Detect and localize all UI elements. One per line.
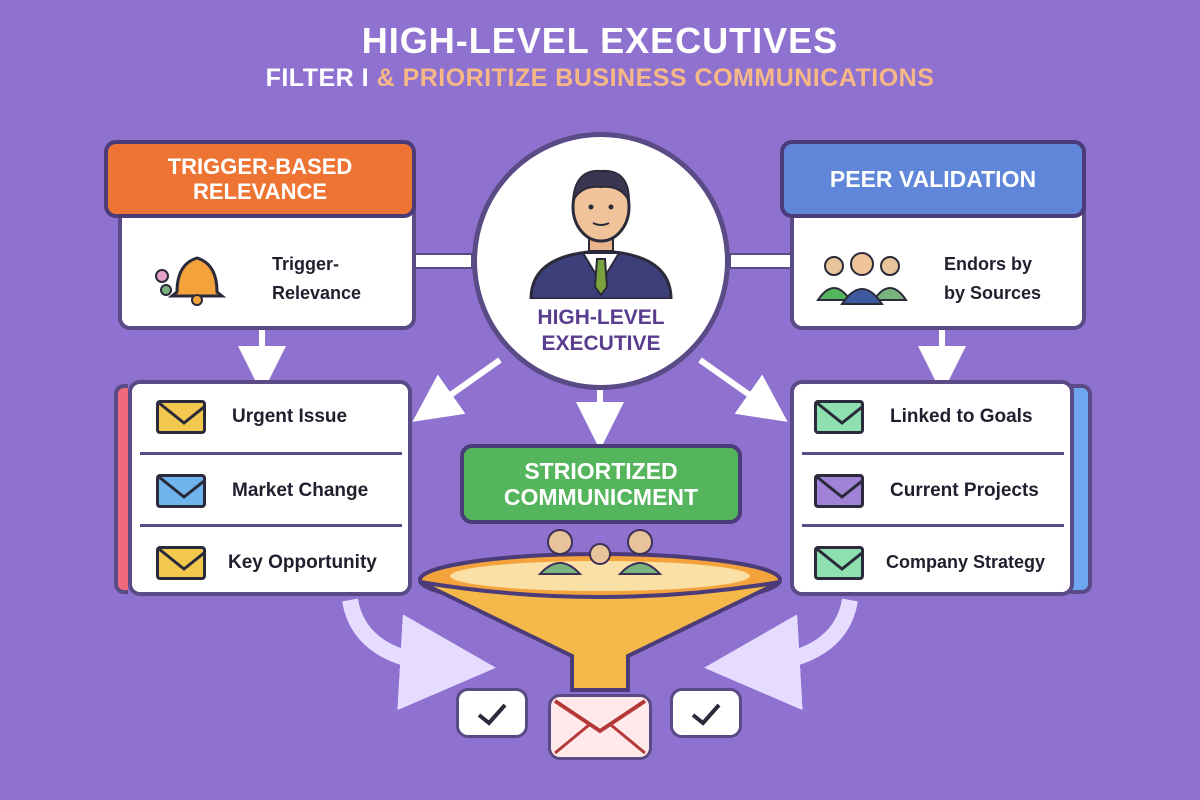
list-item-key-opportunity: Key Opportunity [228, 552, 377, 573]
output-check-envelope-right [670, 688, 742, 738]
executive-label: HIGH-LEVEL EXECUTIVE [537, 306, 665, 356]
envelope-icon [814, 400, 864, 434]
executive-node: HIGH-LEVEL EXECUTIVE [472, 132, 730, 390]
list-item-market-change: Market Change [232, 480, 369, 501]
curved-arrow-right [704, 598, 858, 711]
arrow-center-left [412, 357, 502, 422]
right-list-accent [1070, 384, 1092, 594]
list-item-company-strategy: Company Strategy [886, 552, 1046, 572]
arrow-center-right [698, 357, 788, 422]
output-check-envelope-left [456, 688, 528, 738]
trigger-relevance-text: Trigger-Relevance [272, 254, 362, 303]
envelope-icon [814, 474, 864, 508]
check-icon [477, 703, 507, 726]
subtitle-prefix: FILTER I [265, 64, 370, 92]
page-subtitle: FILTER I & PRIORITIZE BUSINESS COMMUNICA… [0, 64, 1200, 93]
prioritized-communication-header: STRIORTIZED COMMUNICMENT [460, 444, 742, 524]
peer-validation-text-line2: by Sources [944, 282, 1042, 303]
page-title: HIGH-LEVEL EXECUTIVES [361, 20, 839, 61]
trigger-items-card: Urgent Issue Market Change Key Opportuni… [128, 380, 412, 596]
bell-icon [155, 256, 227, 306]
envelope-icon [814, 546, 864, 580]
list-item-current-projects: Current Projects [890, 480, 1039, 501]
envelope-icon [156, 546, 206, 580]
output-mail-envelope [548, 694, 652, 760]
curved-arrow-left [342, 598, 496, 711]
subtitle-rest: & PRIORITIZE BUSINESS COMMUNICATIONS [376, 64, 935, 92]
trigger-relevance-header: TRIGGER-BASED RELEVANCE [104, 140, 416, 218]
envelope-icon [156, 400, 206, 434]
peer-validation-text: Endors by by Sources [944, 250, 1076, 308]
executive-avatar-icon [529, 169, 673, 299]
connector-right [729, 253, 793, 269]
peer-group-icon [816, 252, 908, 305]
left-list-accent [114, 384, 128, 594]
peer-validation-text-line1: Endors by [944, 254, 1033, 274]
strategy-items-card: Linked to Goals Current Projects Company… [790, 380, 1074, 596]
peer-validation-header: PEER VALIDATION [780, 140, 1086, 218]
check-icon [691, 703, 721, 726]
funnel-people-icon [537, 529, 663, 575]
list-item-linked-to-goals: Linked to Goals [890, 406, 1033, 427]
envelope-icon [156, 474, 206, 508]
mail-icon [553, 699, 647, 755]
list-item-urgent-issue: Urgent Issue [232, 406, 348, 427]
funnel [418, 552, 782, 692]
connector-left [411, 253, 473, 269]
